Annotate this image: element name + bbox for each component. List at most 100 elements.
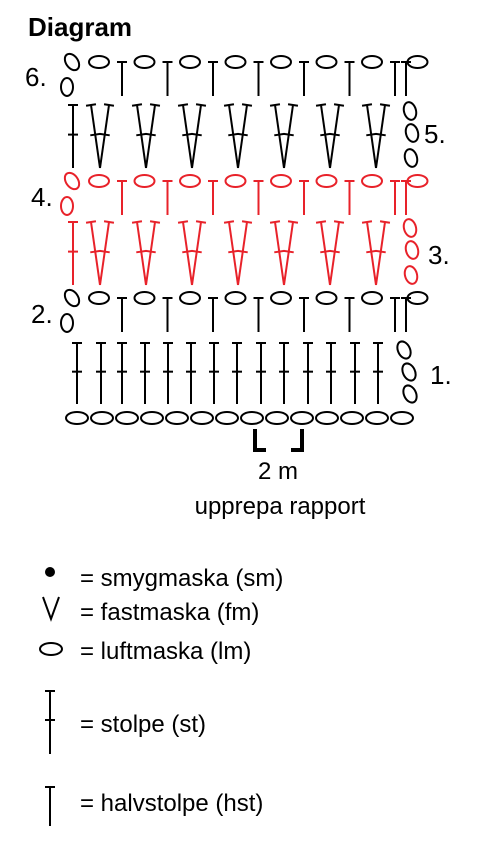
double-crochet-icon — [191, 103, 207, 169]
half-double-crochet-icon — [162, 180, 173, 215]
chain-stitch-icon — [390, 411, 414, 425]
chain-stitch-icon — [315, 55, 338, 69]
chain-stitch-icon — [88, 174, 110, 188]
chain-stitch-icon — [63, 171, 81, 191]
chain-stitch-icon — [404, 240, 420, 260]
legend-item-3: = luftmaska (lm) — [39, 638, 251, 665]
diagram-title: Diagram — [28, 12, 132, 42]
chain-stitch-icon — [401, 362, 417, 382]
chain-stitch-icon — [265, 411, 289, 425]
repeat-count-label: 2 m — [258, 458, 298, 485]
row-3-stitches — [68, 218, 420, 286]
row-5-stitches-turning-chain — [402, 101, 420, 168]
legend: = smygmaska (sm) = fastmaska (fm) = luftma… — [39, 565, 283, 826]
row-4-label: 4. — [31, 182, 53, 212]
chain-stitch-icon — [224, 291, 247, 305]
chain-stitch-icon — [270, 55, 292, 69]
double-crochet-icon — [191, 220, 207, 286]
double-crochet-icon — [145, 103, 161, 169]
legend-text: = stolpe (st) — [80, 711, 206, 738]
chain-stitch-icon — [133, 291, 156, 305]
half-double-crochet-icon — [117, 180, 127, 215]
single-crochet-icon — [42, 596, 60, 622]
chain-stitch-icon — [133, 174, 156, 188]
slip-stitch-icon — [45, 567, 55, 577]
row-4-stitches — [60, 171, 429, 216]
row-3-stitches-turning-chain — [402, 218, 420, 285]
chain-stitch-icon — [290, 411, 314, 425]
half-double-crochet-icon — [390, 180, 400, 215]
double-crochet-icon — [326, 342, 336, 404]
chain-stitch-icon — [361, 174, 383, 188]
half-double-crochet-icon — [208, 61, 218, 96]
chain-stitch-icon — [63, 52, 81, 72]
half-double-crochet-icon — [45, 786, 55, 826]
chain-stitch-icon — [165, 411, 189, 425]
half-double-crochet-icon — [344, 61, 355, 96]
chain-stitch-icon — [402, 101, 418, 121]
chain-stitch-icon — [403, 265, 419, 285]
double-crochet-icon — [269, 103, 285, 169]
double-crochet-icon — [177, 103, 193, 169]
half-double-crochet-icon — [299, 297, 309, 332]
double-crochet-icon — [279, 342, 289, 404]
double-crochet-icon — [223, 103, 239, 169]
half-double-crochet-icon — [117, 297, 127, 332]
half-double-crochet-icon — [162, 297, 173, 332]
double-crochet-icon — [72, 342, 82, 404]
double-crochet-icon — [163, 342, 173, 404]
double-crochet-icon — [145, 220, 161, 286]
chain-stitch-icon — [402, 384, 418, 404]
double-crochet-icon — [140, 342, 150, 404]
chain-stitch-icon — [88, 291, 110, 305]
chain-stitch-icon — [224, 55, 247, 69]
legend-item-5: = halvstolpe (hst) — [45, 786, 263, 826]
half-double-crochet-icon — [208, 297, 218, 332]
chain-stitch-icon — [402, 218, 418, 238]
double-crochet-icon — [177, 220, 193, 286]
double-crochet-icon — [186, 342, 196, 404]
double-crochet-icon — [375, 103, 391, 169]
repeat-caption: upprepa rapport — [195, 493, 366, 520]
legend-text: = smygmaska (sm) — [80, 565, 283, 592]
chain-stitch-icon — [60, 196, 74, 216]
double-crochet-icon — [45, 690, 55, 754]
chain-stitch-icon — [88, 55, 110, 69]
double-crochet-icon — [131, 103, 147, 169]
half-double-crochet-icon — [253, 297, 264, 332]
chain-stitch-icon — [315, 174, 338, 188]
double-crochet-icon — [329, 103, 345, 169]
legend-item-2: = fastmaska (fm) — [42, 596, 259, 626]
double-crochet-icon — [315, 103, 331, 169]
chain-stitch-icon — [65, 411, 89, 425]
chain-stitch-icon — [179, 291, 201, 305]
half-double-crochet-icon — [401, 61, 411, 96]
half-double-crochet-icon — [253, 180, 264, 215]
legend-text: = fastmaska (fm) — [80, 599, 259, 626]
chain-stitch-icon — [396, 340, 412, 360]
chain-stitch-icon — [133, 55, 156, 69]
row-2-stitches — [60, 288, 429, 333]
double-crochet-icon — [85, 103, 101, 169]
chain-stitch-icon — [215, 411, 239, 425]
half-double-crochet-icon — [117, 61, 127, 96]
double-crochet-icon — [361, 103, 377, 169]
double-crochet-icon — [283, 103, 299, 169]
legend-item-4: = stolpe (st) — [45, 690, 206, 754]
chain-stitch-icon — [190, 411, 214, 425]
double-crochet-icon — [209, 342, 219, 404]
double-crochet-icon — [329, 220, 345, 286]
repeat-bracket — [253, 429, 304, 452]
chain-stitch-icon — [403, 148, 419, 168]
row-1-stitches — [72, 342, 383, 404]
double-crochet-icon — [68, 104, 78, 168]
double-crochet-icon — [99, 103, 115, 169]
row-labels: 1.2.3.4.5.6. — [25, 62, 452, 390]
double-crochet-icon — [350, 342, 360, 404]
row-1-label: 1. — [430, 360, 452, 390]
double-crochet-icon — [237, 103, 253, 169]
half-double-crochet-icon — [208, 180, 218, 215]
chain-stitch-icon — [404, 123, 420, 143]
chain-stitch-icon — [315, 411, 339, 425]
